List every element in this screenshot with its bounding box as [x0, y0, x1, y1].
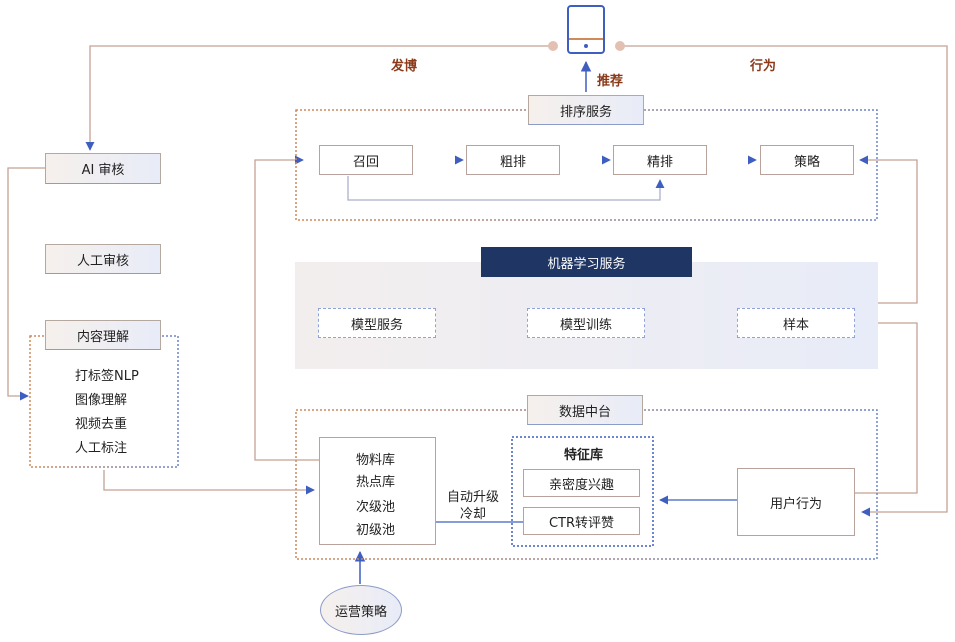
ai-review-node[interactable]: AI 审核: [45, 153, 161, 184]
content-to-material-arrow: [103, 470, 315, 495]
content-item: 打标签NLP: [75, 369, 139, 384]
ops-strategy-node[interactable]: 运营策略: [320, 585, 402, 635]
recommend-label: 推荐: [597, 74, 624, 89]
feature-item-intimacy[interactable]: 亲密度兴趣: [523, 469, 640, 497]
user-behavior-node[interactable]: 用户行为: [737, 468, 855, 536]
material-item: 热点库: [356, 475, 396, 490]
content-item: 视频去重: [75, 417, 128, 432]
content-item: 人工标注: [75, 441, 128, 456]
feature-title: 特征库: [564, 448, 604, 463]
feature-item-ctr[interactable]: CTR转评赞: [523, 507, 640, 535]
recall-node[interactable]: 召回: [319, 145, 413, 175]
phone-icon: [567, 5, 605, 54]
auto-upgrade-label: 自动升级: [447, 490, 500, 505]
content-item: 图像理解: [75, 393, 128, 408]
strategy-node[interactable]: 策略: [760, 145, 854, 175]
post-label: 发博: [391, 59, 418, 74]
connector-dot-left: [548, 41, 558, 51]
ranking-container: [295, 109, 878, 221]
material-item: 初级池: [356, 523, 396, 538]
material-node[interactable]: [319, 437, 436, 545]
coarse-rank-node[interactable]: 粗排: [466, 145, 560, 175]
model-training-node[interactable]: 模型训练: [527, 308, 645, 338]
recall-to-fine-arrow: [347, 176, 665, 201]
material-title: 物料库: [356, 453, 396, 468]
feature-container: [511, 436, 654, 547]
material-to-recall-arrow: [254, 155, 319, 461]
connector-dot-right: [615, 41, 625, 51]
behavior-connector: [620, 45, 948, 517]
ml-title[interactable]: 机器学习服务: [481, 247, 692, 277]
material-item: 次级池: [356, 500, 396, 515]
manual-review-node[interactable]: 人工审核: [45, 244, 161, 274]
behavior-to-sample-arrow: [855, 318, 918, 494]
ranking-title[interactable]: 排序服务: [528, 95, 644, 125]
data-title[interactable]: 数据中台: [527, 395, 643, 425]
data-container: [295, 409, 878, 560]
ai-to-content-arrow: [7, 167, 45, 401]
sample-node[interactable]: 样本: [737, 308, 855, 338]
post-connector: [85, 45, 553, 151]
behavior-label: 行为: [750, 59, 777, 74]
sample-to-strategy-arrow: [859, 155, 918, 304]
cooldown-label: 冷却: [460, 507, 487, 522]
model-service-node[interactable]: 模型服务: [318, 308, 436, 338]
fine-rank-node[interactable]: 精排: [613, 145, 707, 175]
content-understanding-title[interactable]: 内容理解: [45, 320, 161, 350]
